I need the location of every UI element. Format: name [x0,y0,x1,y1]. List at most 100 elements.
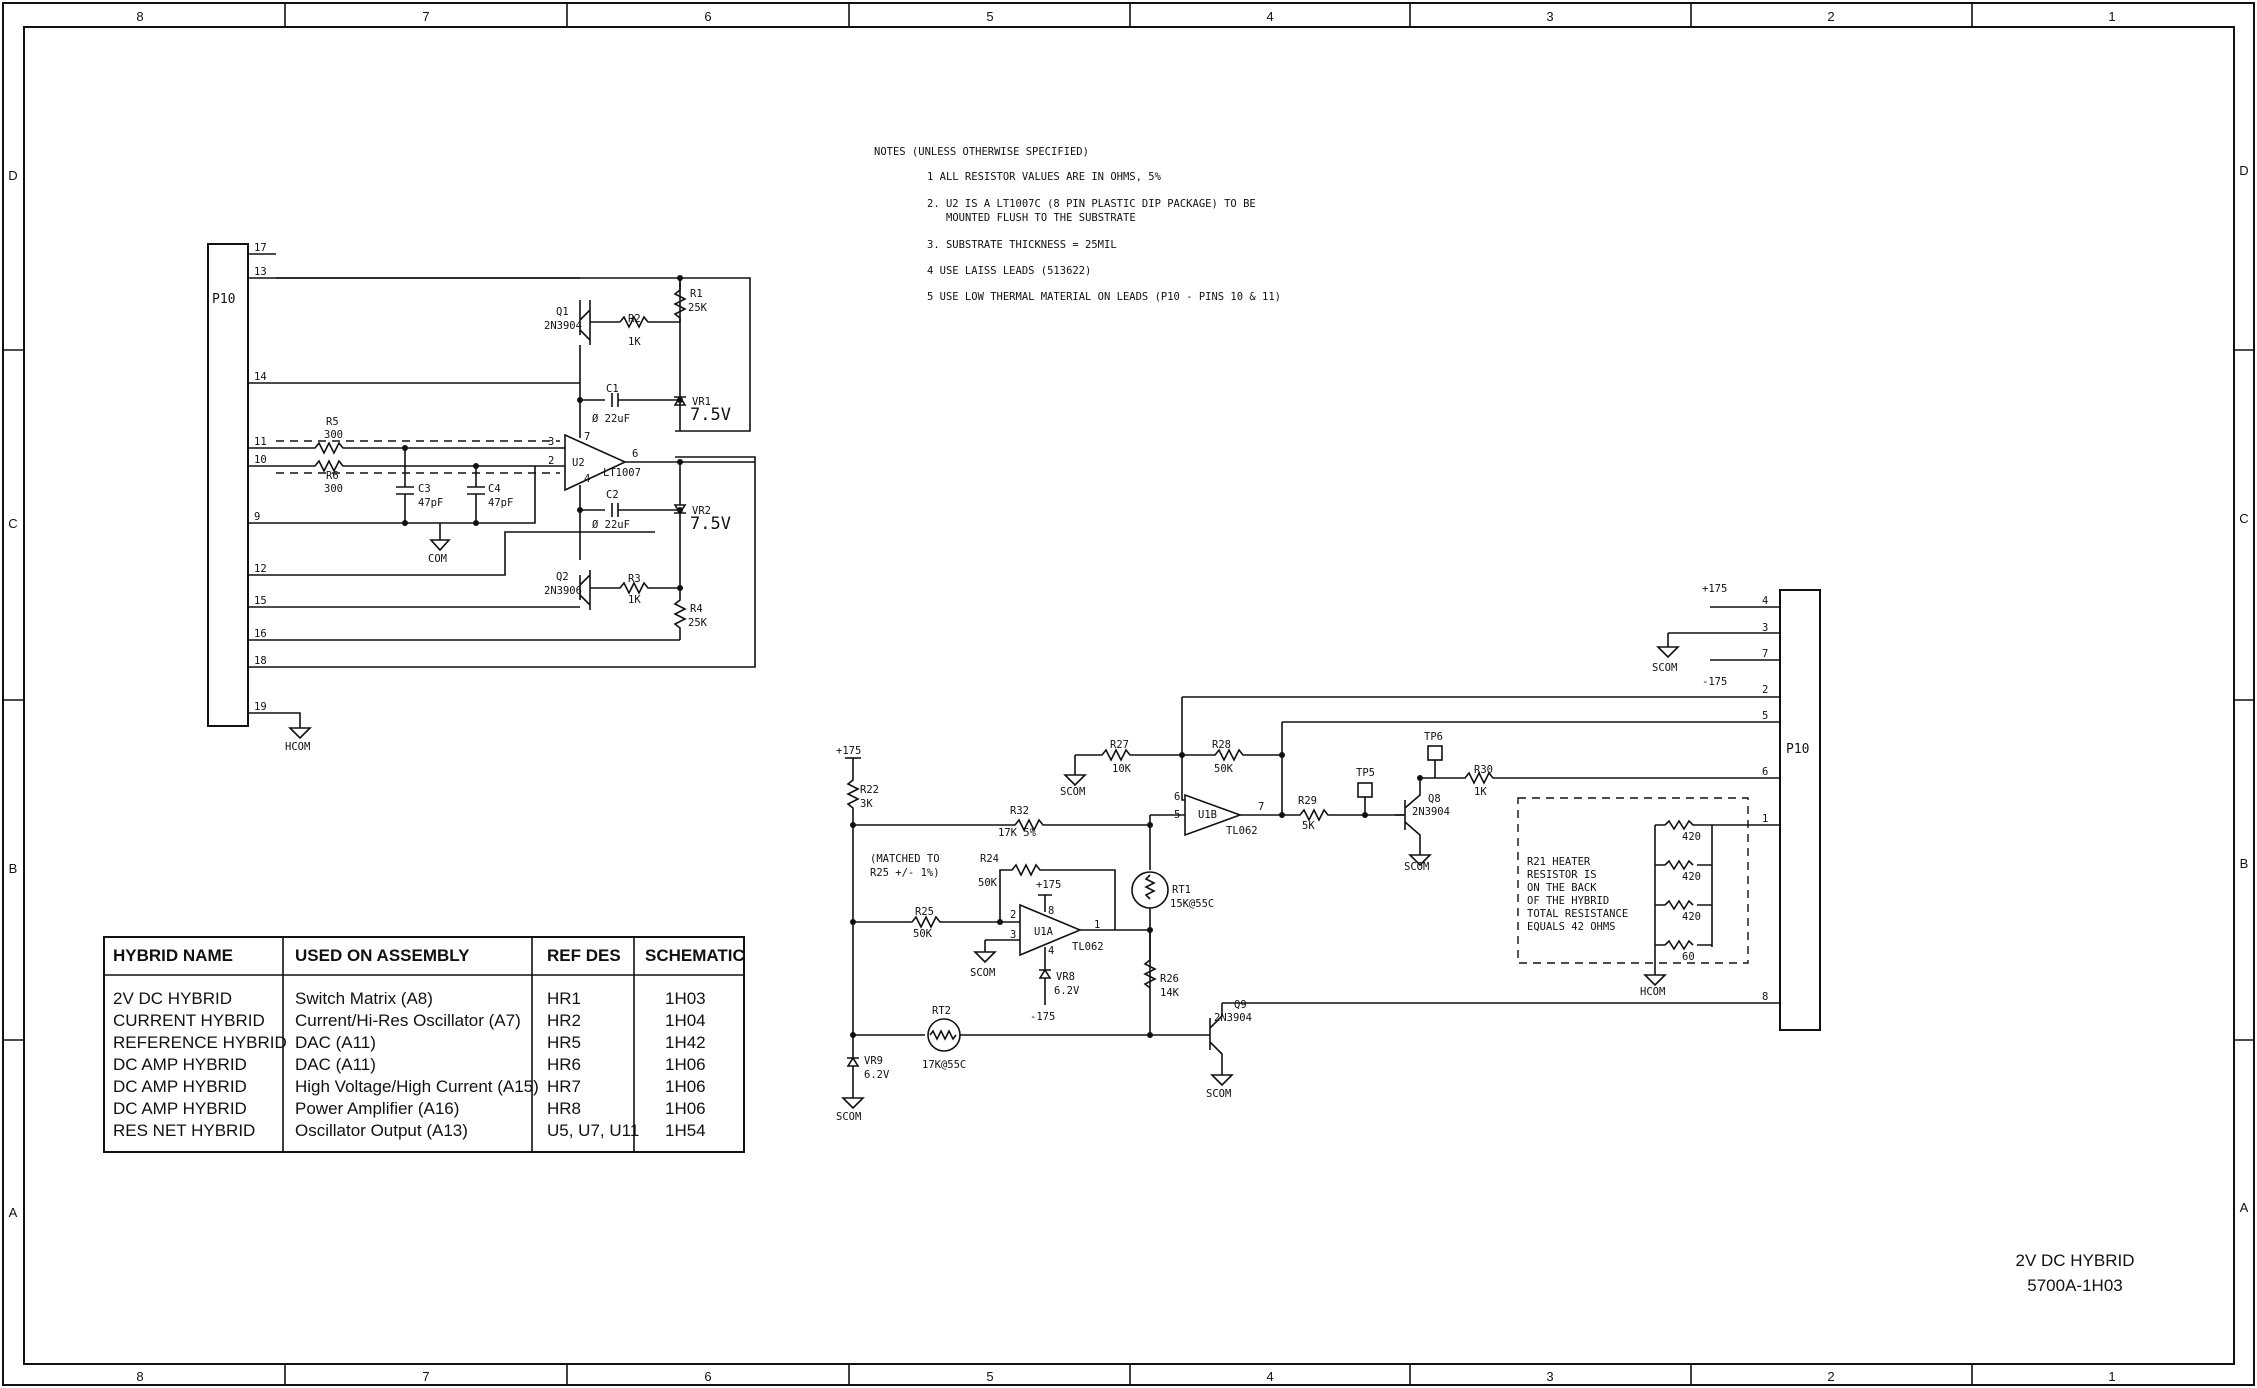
table-cell: REFERENCE HYBRID [113,1033,287,1052]
lower-pin-2: 2 [1762,684,1768,696]
table-cell: 1H06 [665,1099,706,1118]
r5-value: 300 [324,429,343,441]
pin-14: 14 [254,371,267,383]
table-cell: 1H03 [665,989,706,1008]
r21-heater-box [1517,797,1749,964]
r26-value: 14K [1160,987,1180,999]
zone-right-d: D [2239,163,2248,178]
q2-part: 2N3906 [544,585,582,597]
r3-value: 1K [628,594,641,606]
matched-note-a: (MATCHED TO [870,853,940,865]
r30-label: R30 [1474,764,1493,776]
scom-label-q9: SCOM [1206,1088,1231,1100]
table-cell: HR1 [547,989,581,1008]
pin-16: 16 [254,628,267,640]
table-header-schematic: SCHEMATIC [645,946,745,965]
zone-top-6: 6 [704,9,711,24]
p10-connector-lower [1779,589,1821,1031]
tp5-label: TP5 [1356,767,1375,779]
p175-label-conn: +175 [1702,583,1727,595]
vr8-value: 6.2V [1054,985,1080,997]
lower-pin-6: 6 [1762,766,1768,778]
u1a-part: TL062 [1072,941,1104,953]
p10-connector-upper [207,243,249,727]
lower-circuit: P10 4 3 7 2 5 6 1 8 +175 SCOM -175 R27 1… [836,583,1821,1123]
r6-label: R6 [326,470,339,482]
note-3: 3. SUBSTRATE THICKNESS = 25MIL [927,239,1117,251]
rt2-value: 17K@55C [922,1059,966,1071]
r29-label: R29 [1298,795,1317,807]
drawing-number: 5700A-1H03 [2027,1276,2122,1295]
scom-label-r27: SCOM [1060,786,1085,798]
u1b-pin6: 6 [1174,791,1180,803]
c1-label: C1 [606,383,619,395]
upper-circuit: P10 17 13 14 11 10 9 12 15 16 18 19 [207,242,756,753]
u1a-pin3: 3 [1010,929,1016,941]
table-header-hybrid-name: HYBRID NAME [113,946,233,965]
r28-label: R28 [1212,739,1231,751]
zone-right-b: B [2240,856,2249,871]
drawing-title: 2V DC HYBRID [2015,1251,2134,1270]
heater-line-3: ON THE BACK [1527,882,1597,894]
r3-label: R3 [628,573,641,585]
title-block: 2V DC HYBRID 5700A-1H03 [2015,1251,2134,1295]
r24-value: 50K [978,877,998,889]
scom-label-u1a: SCOM [970,967,995,979]
u2-pin7: 7 [584,431,590,443]
table-cell: Oscillator Output (A13) [295,1121,468,1140]
u2-pin4: 4 [584,473,590,485]
r4-label: R4 [690,603,703,615]
table-cell: 2V DC HYBRID [113,989,232,1008]
table-cell: 1H54 [665,1121,706,1140]
zone-labels: 8 7 6 5 4 3 2 1 8 7 6 5 4 3 2 1 D C B A … [8,9,2248,1384]
r24-label: R24 [980,853,999,865]
r6-value: 300 [324,483,343,495]
q1-label: Q1 [556,306,569,318]
pin-13: 13 [254,266,267,278]
r27-value: 10K [1112,763,1132,775]
hcom-label-upper: HCOM [285,741,310,753]
table-cell: DC AMP HYBRID [113,1055,247,1074]
zone-left-a: A [9,1205,18,1220]
notes-block: NOTES (UNLESS OTHERWISE SPECIFIED) 1 ALL… [874,146,1281,303]
zone-top-5: 5 [986,9,993,24]
zone-right-c: C [2239,511,2248,526]
u1a-pin4: 4 [1048,945,1054,957]
zone-bottom-3: 3 [1546,1369,1553,1384]
r25-value: 50K [913,928,933,940]
zone-bottom-8: 8 [136,1369,143,1384]
c4-value: 47pF [488,497,513,509]
lower-pin-8: 8 [1762,991,1768,1003]
r2-label: R2 [628,313,641,325]
hcom-label-lower: HCOM [1640,986,1665,998]
table-row: DC AMP HYBRID Power Amplifier (A16) HR8 … [113,1099,706,1118]
heater-val-3: 420 [1682,911,1701,923]
zone-bottom-2: 2 [1827,1369,1834,1384]
lower-pin-3: 3 [1762,622,1768,634]
r27-label: R27 [1110,739,1129,751]
c3-label: C3 [418,483,431,495]
u1b-label: U1B [1198,809,1217,821]
q8-part: 2N3904 [1412,806,1450,818]
vr1-value: 7.5V [690,405,731,425]
heater-val-1: 420 [1682,831,1701,843]
p10-label-upper: P10 [212,292,235,307]
pin-10: 10 [254,454,267,466]
table-cell: HR6 [547,1055,581,1074]
lower-pin-1: 1 [1762,813,1768,825]
table-cell: Switch Matrix (A8) [295,989,433,1008]
table-row: DC AMP HYBRID High Voltage/High Current … [113,1077,706,1096]
zone-left-c: C [8,516,17,531]
r28-value: 50K [1214,763,1234,775]
vr2-label: VR2 [692,505,711,517]
table-cell: HR7 [547,1077,581,1096]
table-cell: DAC (A11) [295,1033,376,1052]
table-cell: U5, U7, U11 [547,1121,639,1140]
u2-pin6: 6 [632,448,638,460]
table-header-used-on: USED ON ASSEMBLY [295,946,470,965]
heater-line-5: TOTAL RESISTANCE [1527,908,1628,920]
zone-right-a: A [2240,1200,2249,1215]
table-row: 2V DC HYBRID Switch Matrix (A8) HR1 1H03 [113,989,706,1008]
zone-bottom-6: 6 [704,1369,711,1384]
